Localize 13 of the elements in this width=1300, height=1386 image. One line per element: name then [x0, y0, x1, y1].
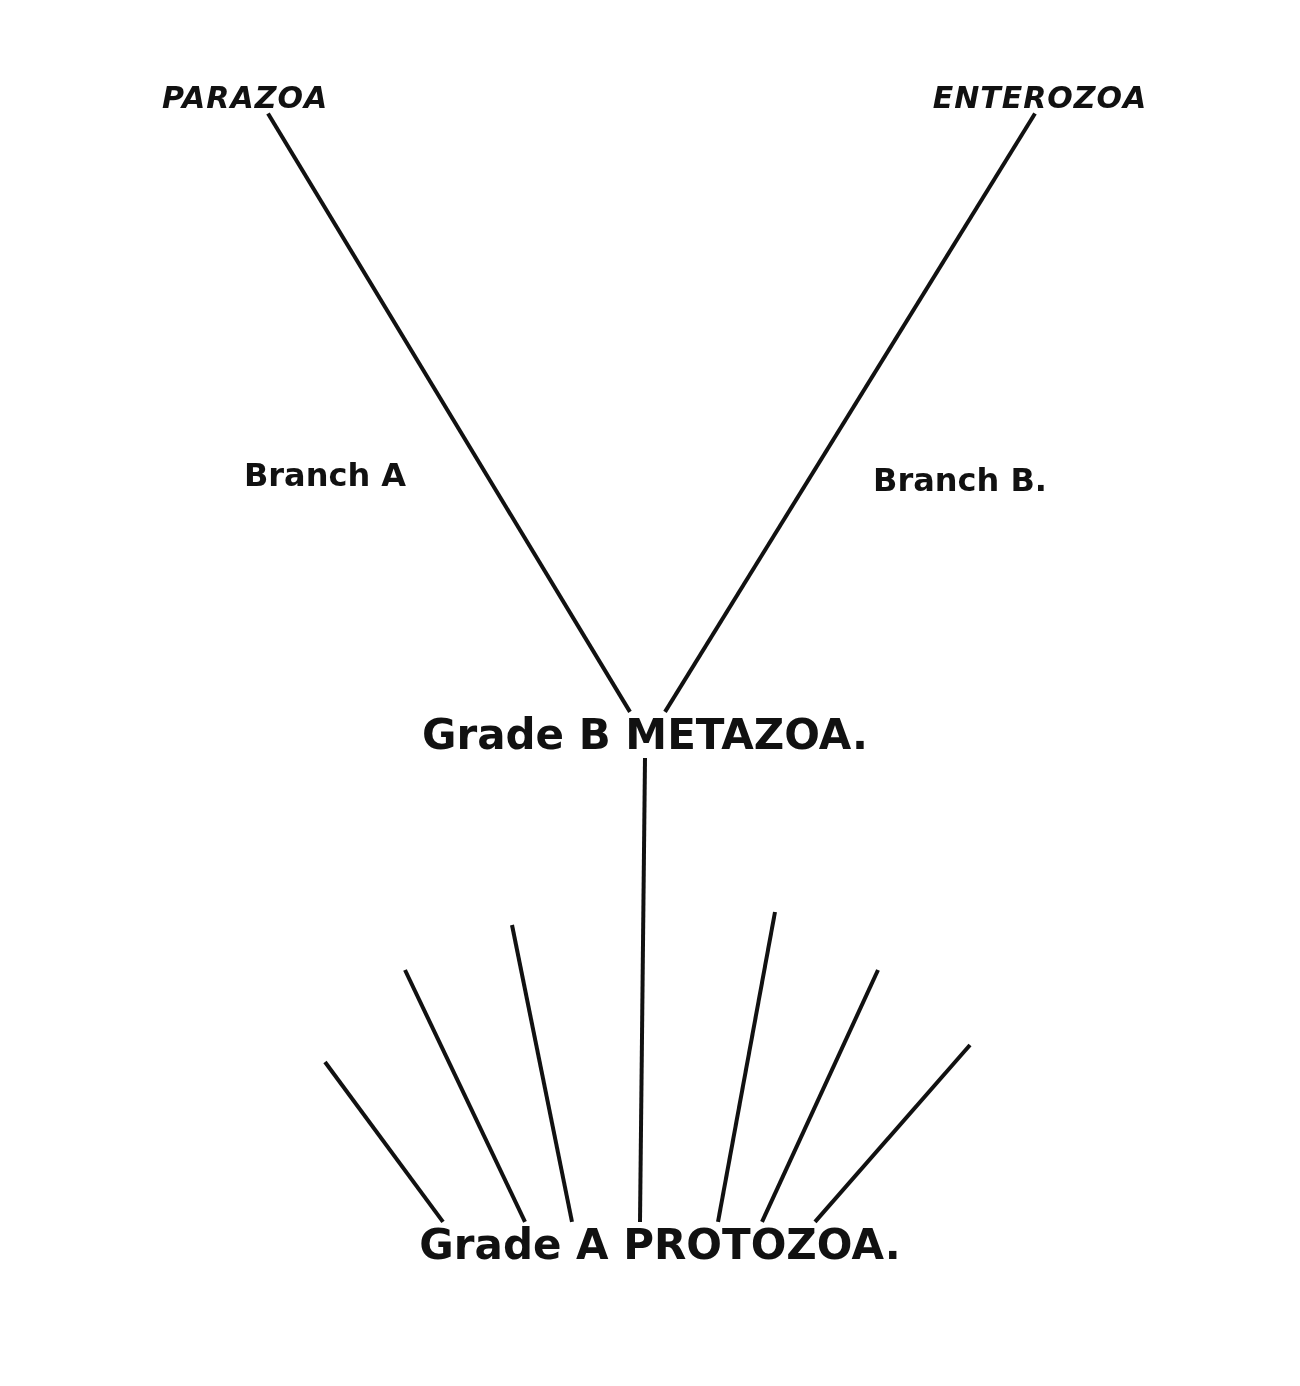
taxon-label: PARAZOA — [161, 80, 329, 114]
branch-line — [716, 911, 777, 1223]
branch-line — [638, 758, 647, 1222]
branch-line — [266, 112, 632, 713]
branch-line — [403, 969, 527, 1223]
taxon-label: ENTEROZOA — [932, 80, 1148, 114]
branch-line — [760, 969, 880, 1223]
branch-line — [663, 112, 1037, 713]
branch-line — [510, 924, 574, 1223]
branch-line — [813, 1043, 972, 1224]
branch-line — [323, 1060, 445, 1224]
taxon-label: Grade A PROTOZOA. — [419, 1221, 901, 1269]
taxon-label: Grade B METAZOA. — [422, 711, 868, 759]
